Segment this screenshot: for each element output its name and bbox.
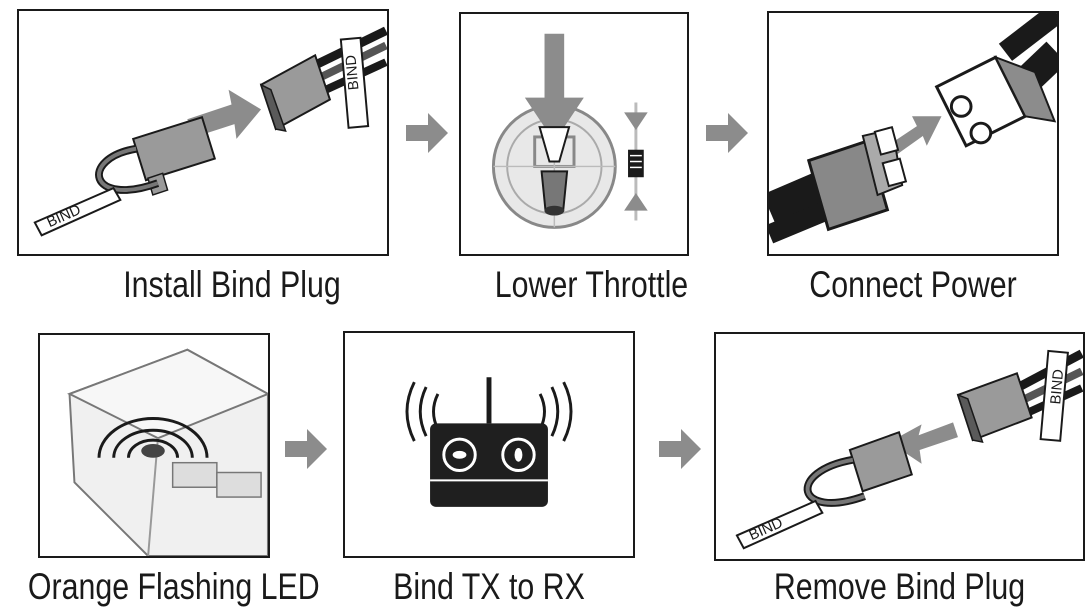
bind-tag-label: BIND (343, 54, 362, 91)
step-install-bind-plug-panel: BIND BIND (17, 9, 389, 256)
bind-tag-label: BIND (1048, 369, 1067, 405)
throttle-gimbal-icon (491, 33, 648, 229)
step-connect-power-panel (767, 11, 1059, 256)
bind-strip-label: BIND (747, 515, 786, 544)
step-bind-tx-rx-panel (343, 331, 635, 558)
step-caption: Connect Power (809, 264, 1017, 305)
step-caption: Lower Throttle (494, 264, 689, 305)
step-arrow-icon (706, 113, 748, 153)
receiver-led-icon (67, 348, 268, 556)
transmitter-icon (405, 377, 573, 507)
bind-strip-label: BIND (45, 202, 84, 231)
bind-plug-icon: BIND BIND (735, 349, 1083, 550)
step-orange-led-panel (38, 333, 270, 558)
step-caption: Bind TX to RX (393, 566, 585, 607)
battery-connector-icon (769, 13, 1057, 244)
step-arrow-icon (285, 429, 327, 469)
bind-plug-icon: BIND BIND (33, 26, 387, 237)
step-caption: Orange Flashing LED (27, 566, 320, 607)
step-lower-throttle-panel (459, 12, 689, 256)
step-arrow-icon (659, 429, 701, 469)
step-caption: Remove Bind Plug (773, 566, 1026, 607)
step-remove-bind-plug-panel: BIND BIND (714, 332, 1085, 561)
step-caption: Install Bind Plug (123, 264, 341, 305)
step-arrow-icon (406, 113, 448, 153)
